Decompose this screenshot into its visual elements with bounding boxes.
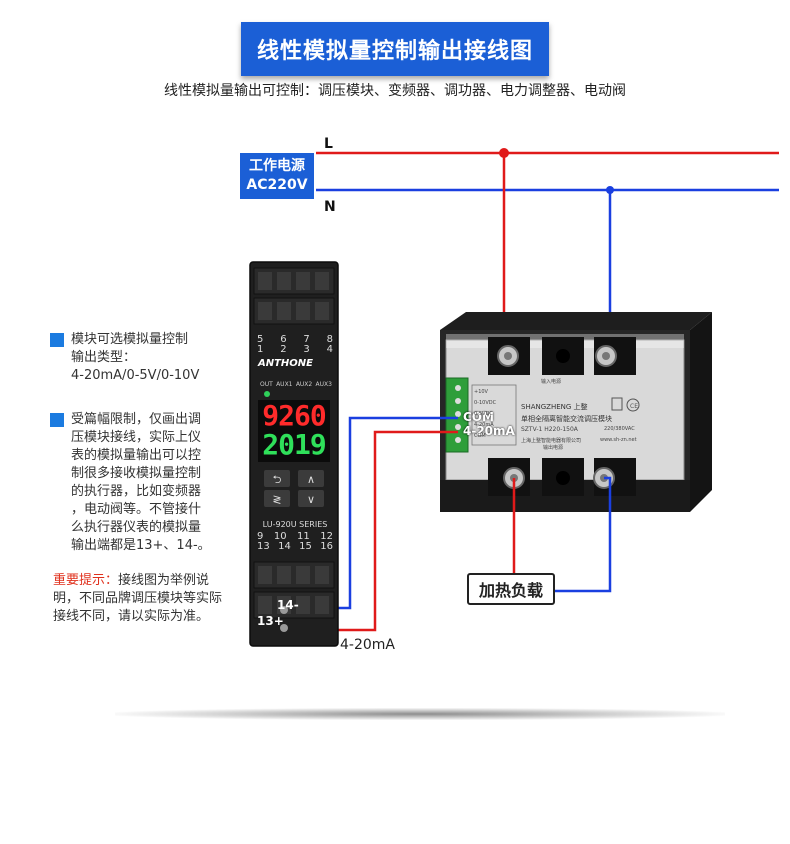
neutral-label: N (324, 199, 336, 215)
module-description: 单相全隔离智能交流调压模块 (521, 415, 612, 423)
note-line: 输出端都是13+、14-。 (71, 538, 211, 553)
note-line: 表的模拟量输出可以控 (71, 448, 202, 463)
terminal-number: 12 (320, 531, 333, 542)
controller-model: LU-920U SERIES (262, 520, 328, 529)
heating-load-box: 加热负载 (467, 573, 555, 605)
controller-top-numbers-row1: 5 6 7 8 (257, 334, 333, 345)
module-output-label: 输出电源 (543, 445, 564, 451)
sv-display-value: 2019 (262, 428, 326, 461)
module-voltage: 220/380VAC (604, 426, 635, 432)
note-wiring-scope: 受篇幅限制，仅画出调 压模块接线，实际上仪 表的模拟量输出可以控 制很多接收模拟… (50, 411, 240, 555)
controller-button-down[interactable] (298, 490, 324, 507)
controller-button-back[interactable] (264, 490, 290, 507)
note-bullet-icon (50, 333, 64, 347)
note-line: 4-20mA/0-5V/0-10V (71, 368, 200, 383)
module-com-label: COM (463, 410, 494, 424)
up-arrow-icon: ∧ (307, 473, 315, 486)
set-key-icon: ⮌ (273, 473, 282, 486)
terminal-13-label: 13+ (257, 614, 284, 628)
terminal-number: 8 (326, 334, 333, 345)
terminal-number: 10 (273, 531, 287, 542)
note-line: 受篇幅限制，仅画出调 (71, 412, 202, 427)
terminal-number: 14 (278, 541, 291, 552)
down-arrow-icon: ∨ (307, 493, 315, 506)
divider-shadow (115, 708, 725, 720)
terminal-number: 9 (257, 531, 264, 542)
terminal-14-label: 14- (277, 598, 299, 612)
indicator-label: AUX2 (295, 381, 313, 388)
note-line: 输出类型： (71, 350, 137, 365)
controller-button-set[interactable] (264, 470, 290, 487)
note-line: ，电动阀等。不管接什 (71, 502, 202, 517)
controller-indicator-labels: OUT AUX1 AUX2 AUX3 (260, 381, 332, 388)
temperature-controller: ⮌ ∧ ≷ ∨ (249, 261, 339, 647)
note-bullet-icon (50, 413, 64, 427)
pin-label: 4-20mA (474, 422, 494, 428)
out-indicator-led (264, 391, 270, 397)
note-line: 压模块接线，实际上仪 (71, 430, 202, 445)
terminal-number: 5 (257, 334, 264, 345)
terminal-number: 2 (280, 344, 287, 355)
controller-button-up[interactable] (298, 470, 324, 487)
controller-brand: ANTHONE (258, 358, 313, 369)
note-line: 么执行器仪表的模拟量 (71, 520, 202, 535)
indicator-label: AUX1 (276, 381, 293, 388)
module-brand-en: SHANGZHENG (521, 403, 572, 411)
subtitle: 线性模拟量输出可控制：调压模块、变频器、调功器、电力调整器、电动阀 (164, 83, 626, 99)
load-wire-blue (555, 476, 612, 593)
indicator-label: AUX3 (315, 381, 332, 388)
live-label: L (324, 136, 333, 152)
note-output-types: 模块可选模拟量控制 输出类型： 4-20mA/0-5V/0-10V (50, 331, 230, 385)
pin-label: +10V (474, 389, 488, 395)
module-input-label: 输入电源 (541, 379, 562, 385)
power-source-voltage: AC220V (246, 177, 308, 193)
note-line: 制很多接收模拟量控制 (71, 466, 202, 481)
terminal-number: 16 (320, 541, 333, 552)
power-source-box: 工作电源 AC220V (240, 153, 314, 199)
terminal-number: 3 (303, 344, 310, 355)
controller-top-numbers-row2: 1 2 3 4 (257, 344, 333, 355)
page-title: 线性模拟量控制输出接线图 (240, 22, 549, 76)
terminal-number: 15 (299, 541, 312, 552)
module-model: SZTV-1 H220-150A (521, 426, 578, 433)
terminal-number: 7 (303, 334, 310, 345)
module-company: 上海上整智能电器有限公司 (521, 438, 582, 444)
module-brand: SHANGZHENG 上整 (521, 402, 588, 412)
pin-label: 0-5VDC (474, 411, 493, 417)
note-line: 的执行器，比如变频器 (71, 484, 202, 499)
pv-display-value: 9260 (262, 399, 326, 432)
controller-bottom-numbers-row2: 13 14 15 16 (257, 541, 333, 552)
terminal-13-screw (280, 624, 288, 632)
shift-key-icon: ≷ (272, 493, 281, 506)
module-brand-cn: 上整 (573, 403, 588, 411)
title-banner: 线性模拟量控制输出接线图 (0, 22, 790, 76)
terminal-number: 1 (257, 344, 264, 355)
signal-type-label: 4-20mA (340, 637, 395, 653)
terminal-number: 4 (326, 344, 333, 355)
pin-label: 0-10VDC (474, 400, 497, 406)
terminal-number: 6 (280, 334, 287, 345)
terminal-14-screw (280, 606, 288, 614)
important-notice: 重要提示：接线图为举例说明，不同品牌调压模块等实际接线不同，请以实际为准。 (53, 572, 233, 626)
svg-text:CE: CE (630, 403, 638, 410)
terminal-number: 13 (257, 541, 270, 552)
important-notice-text: 接线图为举例说明，不同品牌调压模块等实际接线不同，请以实际为准。 (53, 573, 223, 624)
module-4-20ma-label: 4-20mA (463, 424, 515, 438)
controller-display (258, 400, 330, 462)
module-website: www.sh-zn.net (600, 437, 637, 443)
note-line: 模块可选模拟量控制 (71, 332, 189, 347)
module-pin-labels: +10V 0-10VDC 0-5VDC 4-20mA COM (474, 387, 516, 442)
voltage-regulator-module: CE (440, 312, 712, 512)
important-notice-label: 重要提示： (53, 573, 119, 588)
indicator-label: OUT (260, 381, 273, 388)
controller-bottom-numbers-row1: 9 10 11 12 (257, 531, 333, 542)
terminal-number: 11 (297, 531, 310, 542)
pin-label: COM (474, 433, 486, 439)
power-source-label: 工作电源 (249, 158, 305, 174)
